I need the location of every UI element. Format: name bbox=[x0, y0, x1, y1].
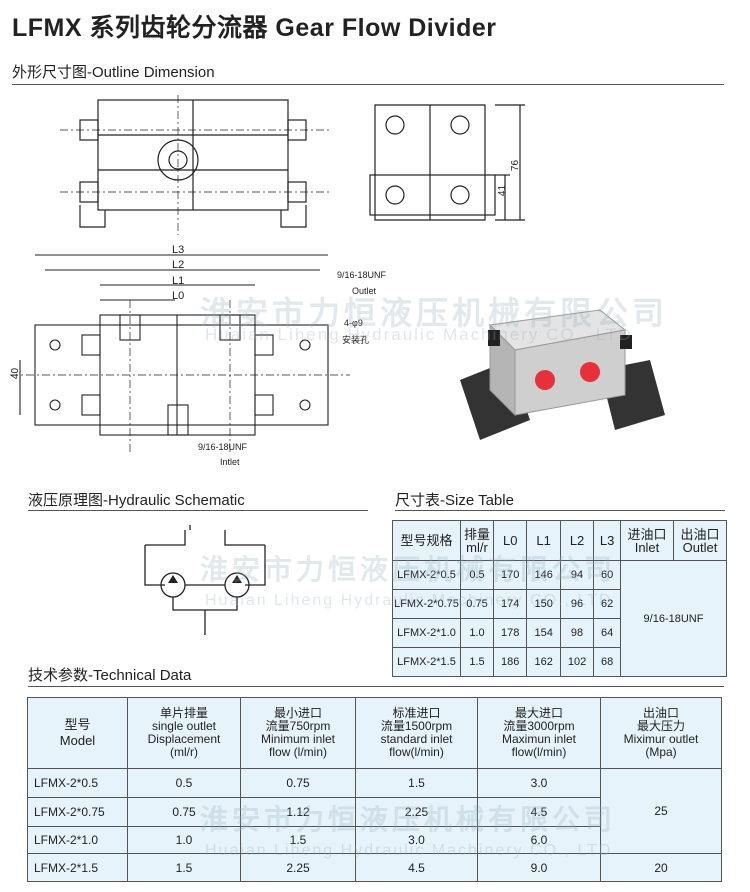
cell: 0.5 bbox=[127, 768, 241, 798]
header-min-flow: 最小进口 流量750rpm Minimum inlet flow (l/min) bbox=[240, 697, 356, 769]
header-max-pressure: 出油口 最大压力 Miximur outlet (Mpa) bbox=[600, 697, 722, 769]
cell: 1.5 bbox=[355, 768, 478, 798]
section-schematic-title: 液压原理图-Hydraulic Schematic bbox=[28, 492, 245, 509]
cell: 0.75 bbox=[240, 768, 356, 798]
cell: 98 bbox=[559, 618, 595, 648]
cell: 1.5 bbox=[127, 853, 241, 882]
cell: 102 bbox=[559, 647, 595, 677]
cell: 2.25 bbox=[240, 853, 356, 882]
cell: 0.75 bbox=[460, 589, 494, 619]
cell: 150 bbox=[526, 589, 561, 619]
cell: LFMX-2*0.75 bbox=[392, 589, 461, 619]
section-size-title: 尺寸表-Size Table bbox=[395, 492, 514, 509]
pressure-cell: 20 bbox=[600, 853, 722, 882]
product-photo bbox=[460, 309, 665, 440]
cell: 162 bbox=[526, 647, 561, 677]
header-l0: L0 bbox=[492, 520, 528, 561]
tech-table-header: 型号 Model 单片排量 single outlet Displacement… bbox=[27, 697, 722, 769]
header-l1: L1 bbox=[526, 520, 561, 561]
side-view-drawing bbox=[369, 104, 525, 221]
divider bbox=[12, 84, 724, 85]
cell: 1.5 bbox=[240, 826, 356, 854]
cell: LFMX-2*0.75 bbox=[27, 797, 128, 827]
cell: 0.5 bbox=[460, 560, 494, 590]
divider bbox=[28, 510, 368, 511]
cell: 1.5 bbox=[460, 647, 494, 677]
cell: LFMX-2*1.5 bbox=[392, 647, 461, 677]
inlet-label: Intlet bbox=[220, 457, 240, 467]
dim-l1: L1 bbox=[172, 275, 185, 287]
cell: 62 bbox=[593, 589, 621, 619]
holes-cn-label: 安装孔 bbox=[342, 335, 370, 345]
port-thread-cell: 9/16-18UNF bbox=[620, 560, 727, 677]
cell: 186 bbox=[492, 647, 528, 677]
hydraulic-schematic bbox=[144, 525, 266, 635]
inlet-thread-label: 9/16-18UNF bbox=[198, 442, 248, 452]
divider bbox=[28, 686, 724, 687]
cell: 0.75 bbox=[127, 797, 241, 827]
cell: 2.25 bbox=[355, 797, 478, 827]
cell: 3.0 bbox=[355, 826, 478, 854]
divider bbox=[395, 510, 725, 511]
cell: 68 bbox=[593, 647, 621, 677]
header-model: 型号 Model bbox=[27, 697, 128, 769]
cell: LFMX-2*1.0 bbox=[27, 826, 128, 854]
cell: 60 bbox=[593, 560, 621, 590]
cell: 9.0 bbox=[477, 853, 601, 882]
front-view-drawing bbox=[60, 95, 330, 235]
cell: LFMX-2*1.5 bbox=[27, 853, 128, 882]
cell: LFMX-2*1.0 bbox=[392, 618, 461, 648]
cell: 170 bbox=[492, 560, 528, 590]
header-l2: L2 bbox=[559, 520, 595, 561]
cell: 154 bbox=[526, 618, 561, 648]
header-displacement: 排量 ml/r bbox=[460, 520, 494, 561]
size-table-header: 型号规格 排量 ml/r L0 L1 L2 L3 进油口 Inlet 出油口 O… bbox=[392, 520, 727, 561]
cell: 178 bbox=[492, 618, 528, 648]
cell: 1.12 bbox=[240, 797, 356, 827]
cell: LFMX-2*0.5 bbox=[27, 768, 128, 798]
technical-table: 型号 Model 单片排量 single outlet Displacement… bbox=[27, 697, 722, 882]
cell: 6.0 bbox=[477, 826, 601, 854]
cell: 174 bbox=[492, 589, 528, 619]
cell: 4.5 bbox=[477, 797, 601, 827]
outlet-label: Outlet bbox=[352, 286, 377, 296]
header-outlet: 出油口 Outlet bbox=[673, 520, 727, 561]
cell: 94 bbox=[559, 560, 595, 590]
section-outline-title: 外形尺寸图-Outline Dimension bbox=[12, 64, 215, 81]
cell: 96 bbox=[559, 589, 595, 619]
header-std-flow: 标准进口 流量1500rpm standard inlet flow(l/min… bbox=[355, 697, 478, 769]
cell: 3.0 bbox=[477, 768, 601, 798]
cell: 4.5 bbox=[355, 853, 478, 882]
cell: LFMX-2*0.5 bbox=[392, 560, 461, 590]
page-title: LFMX 系列齿轮分流器 Gear Flow Divider bbox=[12, 14, 497, 42]
size-table: 型号规格 排量 ml/r L0 L1 L2 L3 进油口 Inlet 出油口 O… bbox=[392, 520, 727, 677]
pressure-cell: 25 bbox=[600, 768, 722, 854]
section-technical-title: 技术参数-Technical Data bbox=[28, 667, 192, 684]
cell: 146 bbox=[526, 560, 561, 590]
dim-l0: L0 bbox=[172, 290, 185, 302]
dim-41: 41 bbox=[497, 184, 509, 197]
dim-40: 40 bbox=[10, 367, 22, 380]
plan-view-drawing bbox=[10, 254, 350, 455]
holes-label: 4-φ9 bbox=[344, 318, 363, 328]
cell: 1.0 bbox=[460, 618, 494, 648]
dim-l3: L3 bbox=[172, 244, 185, 256]
dim-l2: L2 bbox=[172, 259, 185, 271]
cell: 64 bbox=[593, 618, 621, 648]
header-inlet: 进油口 Inlet bbox=[620, 520, 674, 561]
header-max-flow: 最大进口 流量3000rpm Maximun inlet flow(l/min) bbox=[477, 697, 601, 769]
outlet-thread-label: 9/16-18UNF bbox=[337, 270, 387, 280]
cell: 1.0 bbox=[127, 826, 241, 854]
header-model: 型号规格 bbox=[392, 520, 461, 561]
header-l3: L3 bbox=[593, 520, 621, 561]
dim-76: 76 bbox=[510, 159, 522, 172]
header-displacement: 单片排量 single outlet Displacement (ml/r) bbox=[127, 697, 241, 769]
